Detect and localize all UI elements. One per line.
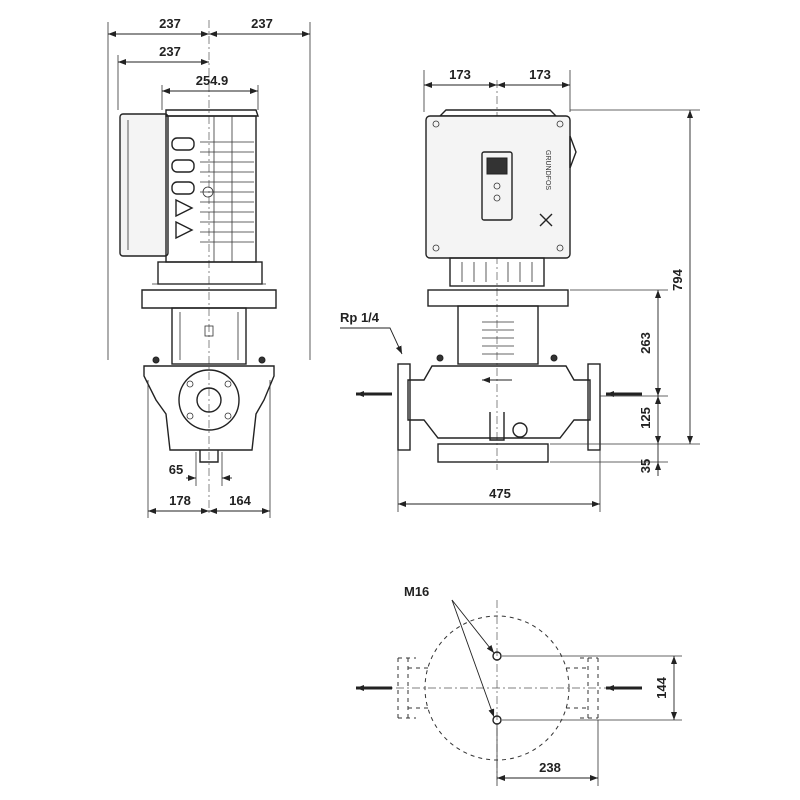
- side-dim-second: 237: [159, 44, 181, 59]
- front-dim-top-left: 173: [449, 67, 471, 82]
- side-cable-glands: [171, 137, 214, 240]
- side-dim-bottom-left: 178: [169, 493, 191, 508]
- side-flange-disc: [178, 369, 240, 431]
- side-dim-third: 254.9: [196, 73, 229, 88]
- side-dim-flange: 65: [169, 462, 183, 477]
- side-bolt-right: [258, 356, 266, 364]
- side-dim-top-left: 237: [159, 16, 181, 31]
- side-flange-bore: [196, 387, 222, 413]
- front-brand-lettering: GRUNDFOS: [544, 150, 551, 190]
- front-dim-width: 475: [489, 486, 511, 501]
- front-motor-neck: [449, 257, 545, 287]
- side-coupling-housing: [171, 307, 247, 365]
- plan-inlet-flange: [566, 657, 599, 719]
- side-motor-flange: [141, 289, 277, 309]
- side-motor-neck: [157, 261, 263, 285]
- side-dim-bottom-right: 164: [229, 493, 251, 508]
- front-base-plate: [437, 443, 549, 463]
- plan-outlet-flange: [397, 657, 430, 719]
- side-view: 237 237 237 254.9: [107, 16, 311, 518]
- front-inlet-flange: [587, 363, 601, 451]
- plan-bolt-leader-bottom: [451, 599, 495, 718]
- front-view: 173 173 GRUNDFOS: [340, 67, 700, 512]
- front-dim-total: 794: [670, 268, 685, 290]
- side-pump-housing: [143, 365, 275, 451]
- side-dim-top-right: 237: [251, 16, 273, 31]
- plan-dim-height: 144: [654, 676, 669, 698]
- front-thread-leader: [340, 327, 403, 355]
- front-thread-label: Rp 1/4: [340, 310, 380, 325]
- side-drain-plug: [199, 450, 219, 463]
- front-motor-cap: [438, 109, 558, 117]
- front-logo-mark: [539, 213, 553, 227]
- side-bolt-left: [152, 356, 160, 364]
- side-motor-cap: [165, 109, 259, 117]
- front-outlet-flange: [397, 363, 411, 451]
- front-pump-body: [407, 365, 591, 439]
- plan-bolt-leader-top: [451, 599, 495, 654]
- front-display-panel: [481, 151, 513, 221]
- front-coupling-housing: [457, 305, 539, 365]
- front-motor-flange: [427, 289, 569, 307]
- front-dim-upper: 263: [638, 332, 653, 354]
- plan-view: M16 144 238: [356, 584, 682, 786]
- side-terminal-box: [119, 113, 169, 257]
- front-drain-plug: [512, 422, 528, 438]
- front-display-screen: [486, 157, 508, 175]
- front-dim-base: 35: [638, 459, 653, 473]
- front-drain: [489, 412, 505, 441]
- front-dim-top-right: 173: [529, 67, 551, 82]
- front-dim-mid: 125: [638, 407, 653, 429]
- plan-dim-width: 238: [539, 760, 561, 775]
- plan-bolt-hole-top: [492, 651, 502, 661]
- side-motor-fins: [200, 116, 254, 262]
- plan-bolt-label: M16: [404, 584, 429, 599]
